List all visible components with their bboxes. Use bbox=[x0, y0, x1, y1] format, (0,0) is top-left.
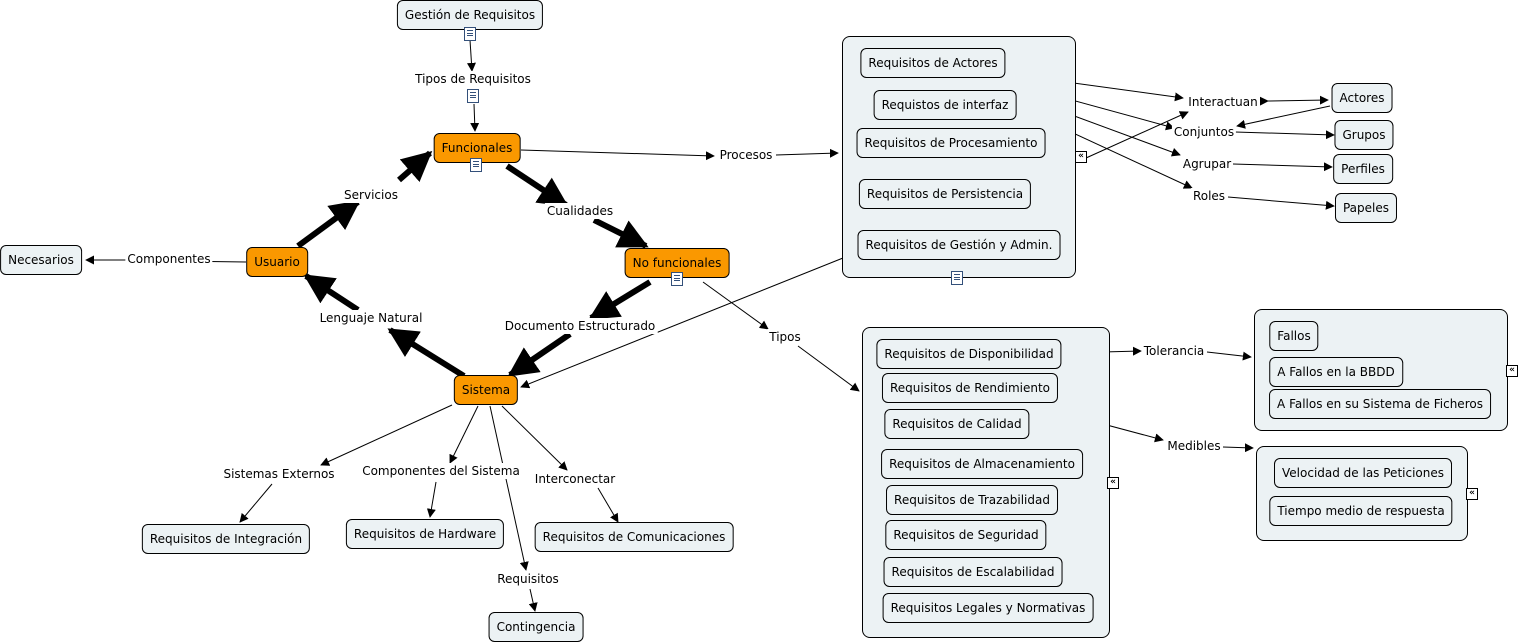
label-servicios: Servicios bbox=[342, 187, 400, 203]
expand-icon[interactable]: « bbox=[1107, 477, 1119, 489]
node-req-procesamiento[interactable]: Requisitos de Procesamiento bbox=[856, 128, 1046, 158]
node-req-trazabilidad[interactable]: Requisitos de Trazabilidad bbox=[886, 485, 1058, 515]
label-componentes: Componentes bbox=[125, 251, 213, 267]
label-tipos: Tipos bbox=[767, 329, 803, 345]
node-tiempo-respuesta[interactable]: Tiempo medio de respuesta bbox=[1269, 496, 1453, 526]
node-fallos-bbdd[interactable]: A Fallos en la BBDD bbox=[1269, 357, 1403, 387]
expand-icon[interactable]: « bbox=[1075, 151, 1087, 163]
node-req-rendimiento[interactable]: Requisitos de Rendimiento bbox=[881, 373, 1059, 403]
label-agrupar: Agrupar bbox=[1180, 156, 1234, 172]
node-fallos[interactable]: Fallos bbox=[1269, 321, 1319, 351]
label-conjuntos: Conjuntos bbox=[1171, 124, 1237, 140]
node-papeles[interactable]: Papeles bbox=[1334, 193, 1398, 223]
doc-icon[interactable] bbox=[951, 271, 963, 285]
label-interactuan: Interactuan bbox=[1186, 94, 1260, 110]
node-req-persistencia[interactable]: Requisitos de Persistencia bbox=[858, 179, 1032, 209]
label-procesos: Procesos bbox=[717, 147, 775, 163]
node-req-comunicaciones[interactable]: Requisitos de Comunicaciones bbox=[534, 522, 734, 552]
label-interconectar: Interconectar bbox=[532, 471, 618, 487]
label-lenguaje-natural: Lenguaje Natural bbox=[317, 310, 425, 326]
node-req-actores[interactable]: Requisitos de Actores bbox=[860, 48, 1006, 78]
label-tipos-de-requisitos: Tipos de Requisitos bbox=[413, 71, 533, 87]
node-necesarios[interactable]: Necesarios bbox=[0, 245, 82, 275]
node-req-seguridad[interactable]: Requisitos de Seguridad bbox=[885, 520, 1047, 550]
node-req-disponibilidad[interactable]: Requisitos de Disponibilidad bbox=[876, 339, 1062, 369]
node-req-legales[interactable]: Requisitos Legales y Normativas bbox=[882, 593, 1094, 623]
node-req-interfaz[interactable]: Requistos de interfaz bbox=[873, 90, 1017, 120]
node-perfiles[interactable]: Perfiles bbox=[1333, 154, 1393, 184]
expand-icon[interactable]: « bbox=[1506, 365, 1518, 377]
node-actores[interactable]: Actores bbox=[1331, 83, 1393, 113]
node-fallos-ficheros[interactable]: A Fallos en su Sistema de Ficheros bbox=[1269, 389, 1491, 419]
label-cualidades: Cualidades bbox=[544, 203, 616, 219]
expand-icon[interactable]: « bbox=[1466, 488, 1478, 500]
node-req-hardware[interactable]: Requisitos de Hardware bbox=[345, 519, 505, 549]
node-grupos[interactable]: Grupos bbox=[1334, 120, 1394, 150]
node-req-escalabilidad[interactable]: Requisitos de Escalabilidad bbox=[883, 557, 1063, 587]
node-contingencia[interactable]: Contingencia bbox=[488, 612, 584, 642]
doc-icon[interactable] bbox=[671, 272, 683, 286]
node-usuario[interactable]: Usuario bbox=[246, 247, 308, 277]
label-requisitos: Requisitos bbox=[495, 571, 561, 587]
node-velocidad-peticiones[interactable]: Velocidad de las Peticiones bbox=[1274, 458, 1452, 488]
node-req-gestion-admin[interactable]: Requisitos de Gestión y Admin. bbox=[857, 230, 1061, 260]
label-roles: Roles bbox=[1190, 188, 1228, 204]
node-sistema[interactable]: Sistema bbox=[453, 375, 519, 405]
label-medibles: Medibles bbox=[1165, 438, 1223, 454]
label-sistemas-externos: Sistemas Externos bbox=[221, 466, 337, 482]
label-documento-estructurado: Documento Estructurado bbox=[502, 318, 658, 334]
label-componentes-del-sistema: Componentes del Sistema bbox=[360, 463, 522, 479]
node-req-almacenamiento[interactable]: Requisitos de Almacenamiento bbox=[881, 449, 1083, 479]
doc-icon[interactable] bbox=[464, 27, 476, 41]
label-tolerancia: Tolerancia bbox=[1141, 343, 1207, 359]
node-req-integracion[interactable]: Requisitos de Integración bbox=[141, 524, 311, 554]
node-req-calidad[interactable]: Requisitos de Calidad bbox=[884, 409, 1030, 439]
node-gestion-requisitos[interactable]: Gestión de Requisitos bbox=[396, 0, 544, 30]
doc-icon[interactable] bbox=[470, 158, 482, 172]
doc-icon[interactable] bbox=[467, 89, 479, 103]
